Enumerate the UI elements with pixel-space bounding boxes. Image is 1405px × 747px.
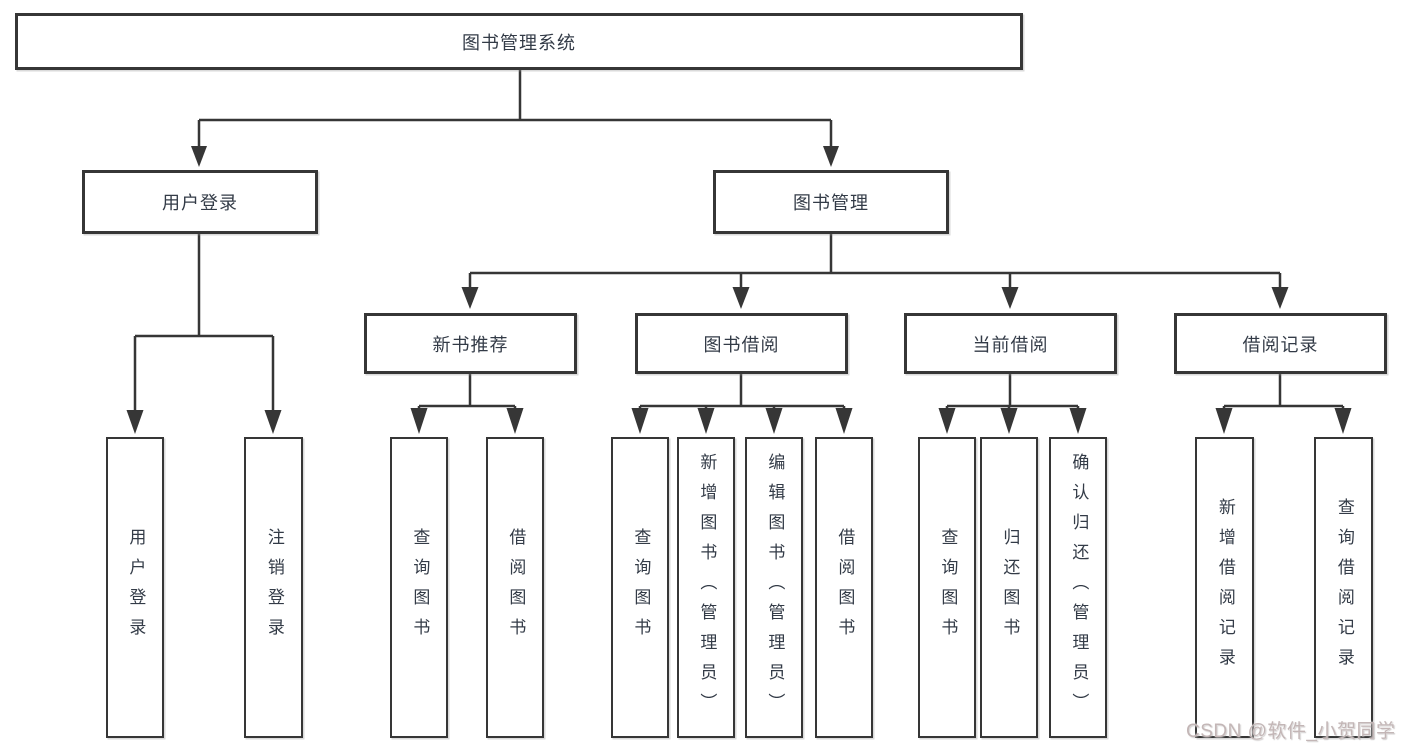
leaf-return-books: 归还图书: [980, 437, 1038, 738]
leaf-confirm-return-admin-label: 确认归还（管理员）: [1069, 452, 1089, 723]
node-book-borrow-label: 图书借阅: [703, 334, 780, 355]
node-new-book-recommend: 新书推荐: [364, 313, 577, 374]
arrowhead: [1001, 287, 1019, 309]
leaf-borrow-query-books-label: 查询图书: [631, 527, 651, 648]
leaf-logout-label: 注销登录: [264, 527, 284, 648]
leaf-edit-books-admin: 编辑图书（管理员）: [745, 437, 803, 738]
leaf-add-borrow-record: 新增借阅记录: [1195, 437, 1254, 738]
leaf-user-login-label: 用户登录: [126, 527, 146, 648]
leaf-user-login: 用户登录: [106, 437, 164, 738]
leaf-confirm-return-admin: 确认归还（管理员）: [1049, 437, 1107, 738]
leaf-add-books-admin: 新增图书（管理员）: [677, 437, 735, 738]
leaf-borrow-books: 借阅图书: [815, 437, 873, 738]
arrowhead: [191, 146, 207, 167]
node-root: 图书管理系统: [15, 13, 1023, 70]
arrowhead: [697, 408, 715, 434]
arrowhead: [732, 287, 750, 309]
leaf-add-borrow-record-label: 新增借阅记录: [1215, 497, 1235, 678]
node-book-management-label: 图书管理: [793, 193, 869, 213]
leaf-edit-books-admin-label: 编辑图书（管理员）: [765, 452, 785, 723]
node-borrow-records-label: 借阅记录: [1242, 334, 1319, 355]
leaf-borrow-query-books: 查询图书: [611, 437, 669, 738]
node-current-borrow-label: 当前借阅: [972, 334, 1049, 355]
connector-borrow-records: [1222, 374, 1345, 414]
leaf-current-query-books-label: 查询图书: [938, 527, 958, 648]
node-new-book-recommend-label: 新书推荐: [432, 334, 509, 355]
node-book-management: 图书管理: [713, 170, 949, 234]
leaf-query-borrow-record-label: 查询借阅记录: [1334, 497, 1354, 678]
connector-root: [197, 70, 833, 150]
connector-user-login: [133, 233, 275, 415]
arrowhead: [631, 408, 649, 434]
leaf-logout: 注销登录: [244, 437, 303, 738]
leaf-query-borrow-record: 查询借阅记录: [1314, 437, 1373, 738]
connector-new-book-recommend: [417, 374, 517, 414]
node-root-label: 图书管理系统: [462, 32, 576, 53]
connector-book-borrow: [638, 374, 846, 414]
connector-book-management: [468, 233, 1282, 291]
arrowhead: [461, 287, 479, 309]
arrowhead: [1000, 408, 1018, 434]
node-user-login-label: 用户登录: [162, 193, 238, 213]
leaf-recommend-borrow-books: 借阅图书: [486, 437, 544, 738]
node-user-login: 用户登录: [82, 170, 318, 234]
arrowhead: [823, 146, 839, 167]
leaf-current-query-books: 查询图书: [918, 437, 976, 738]
arrowhead: [126, 410, 144, 434]
node-current-borrow: 当前借阅: [904, 313, 1117, 374]
arrowhead: [410, 408, 428, 434]
arrowhead: [1069, 408, 1087, 434]
arrowhead: [264, 410, 282, 434]
arrowhead: [1271, 287, 1289, 309]
csdn-watermark: CSDN @软件_小贺同学: [1186, 721, 1396, 742]
node-book-borrow: 图书借阅: [635, 313, 848, 374]
arrowhead: [765, 408, 783, 434]
node-borrow-records: 借阅记录: [1174, 313, 1387, 374]
leaf-borrow-books-label: 借阅图书: [835, 527, 855, 648]
arrowhead: [1215, 408, 1233, 434]
arrowhead: [938, 408, 956, 434]
leaf-add-books-admin-label: 新增图书（管理员）: [697, 452, 717, 723]
arrowhead: [506, 408, 524, 434]
leaf-return-books-label: 归还图书: [1000, 527, 1020, 648]
leaf-recommend-query-books: 查询图书: [390, 437, 448, 738]
arrowheads: [126, 146, 1352, 434]
leaf-recommend-query-books-label: 查询图书: [410, 527, 430, 648]
leaf-recommend-borrow-books-label: 借阅图书: [506, 527, 526, 648]
arrowhead: [835, 408, 853, 434]
arrowhead: [1334, 408, 1352, 434]
